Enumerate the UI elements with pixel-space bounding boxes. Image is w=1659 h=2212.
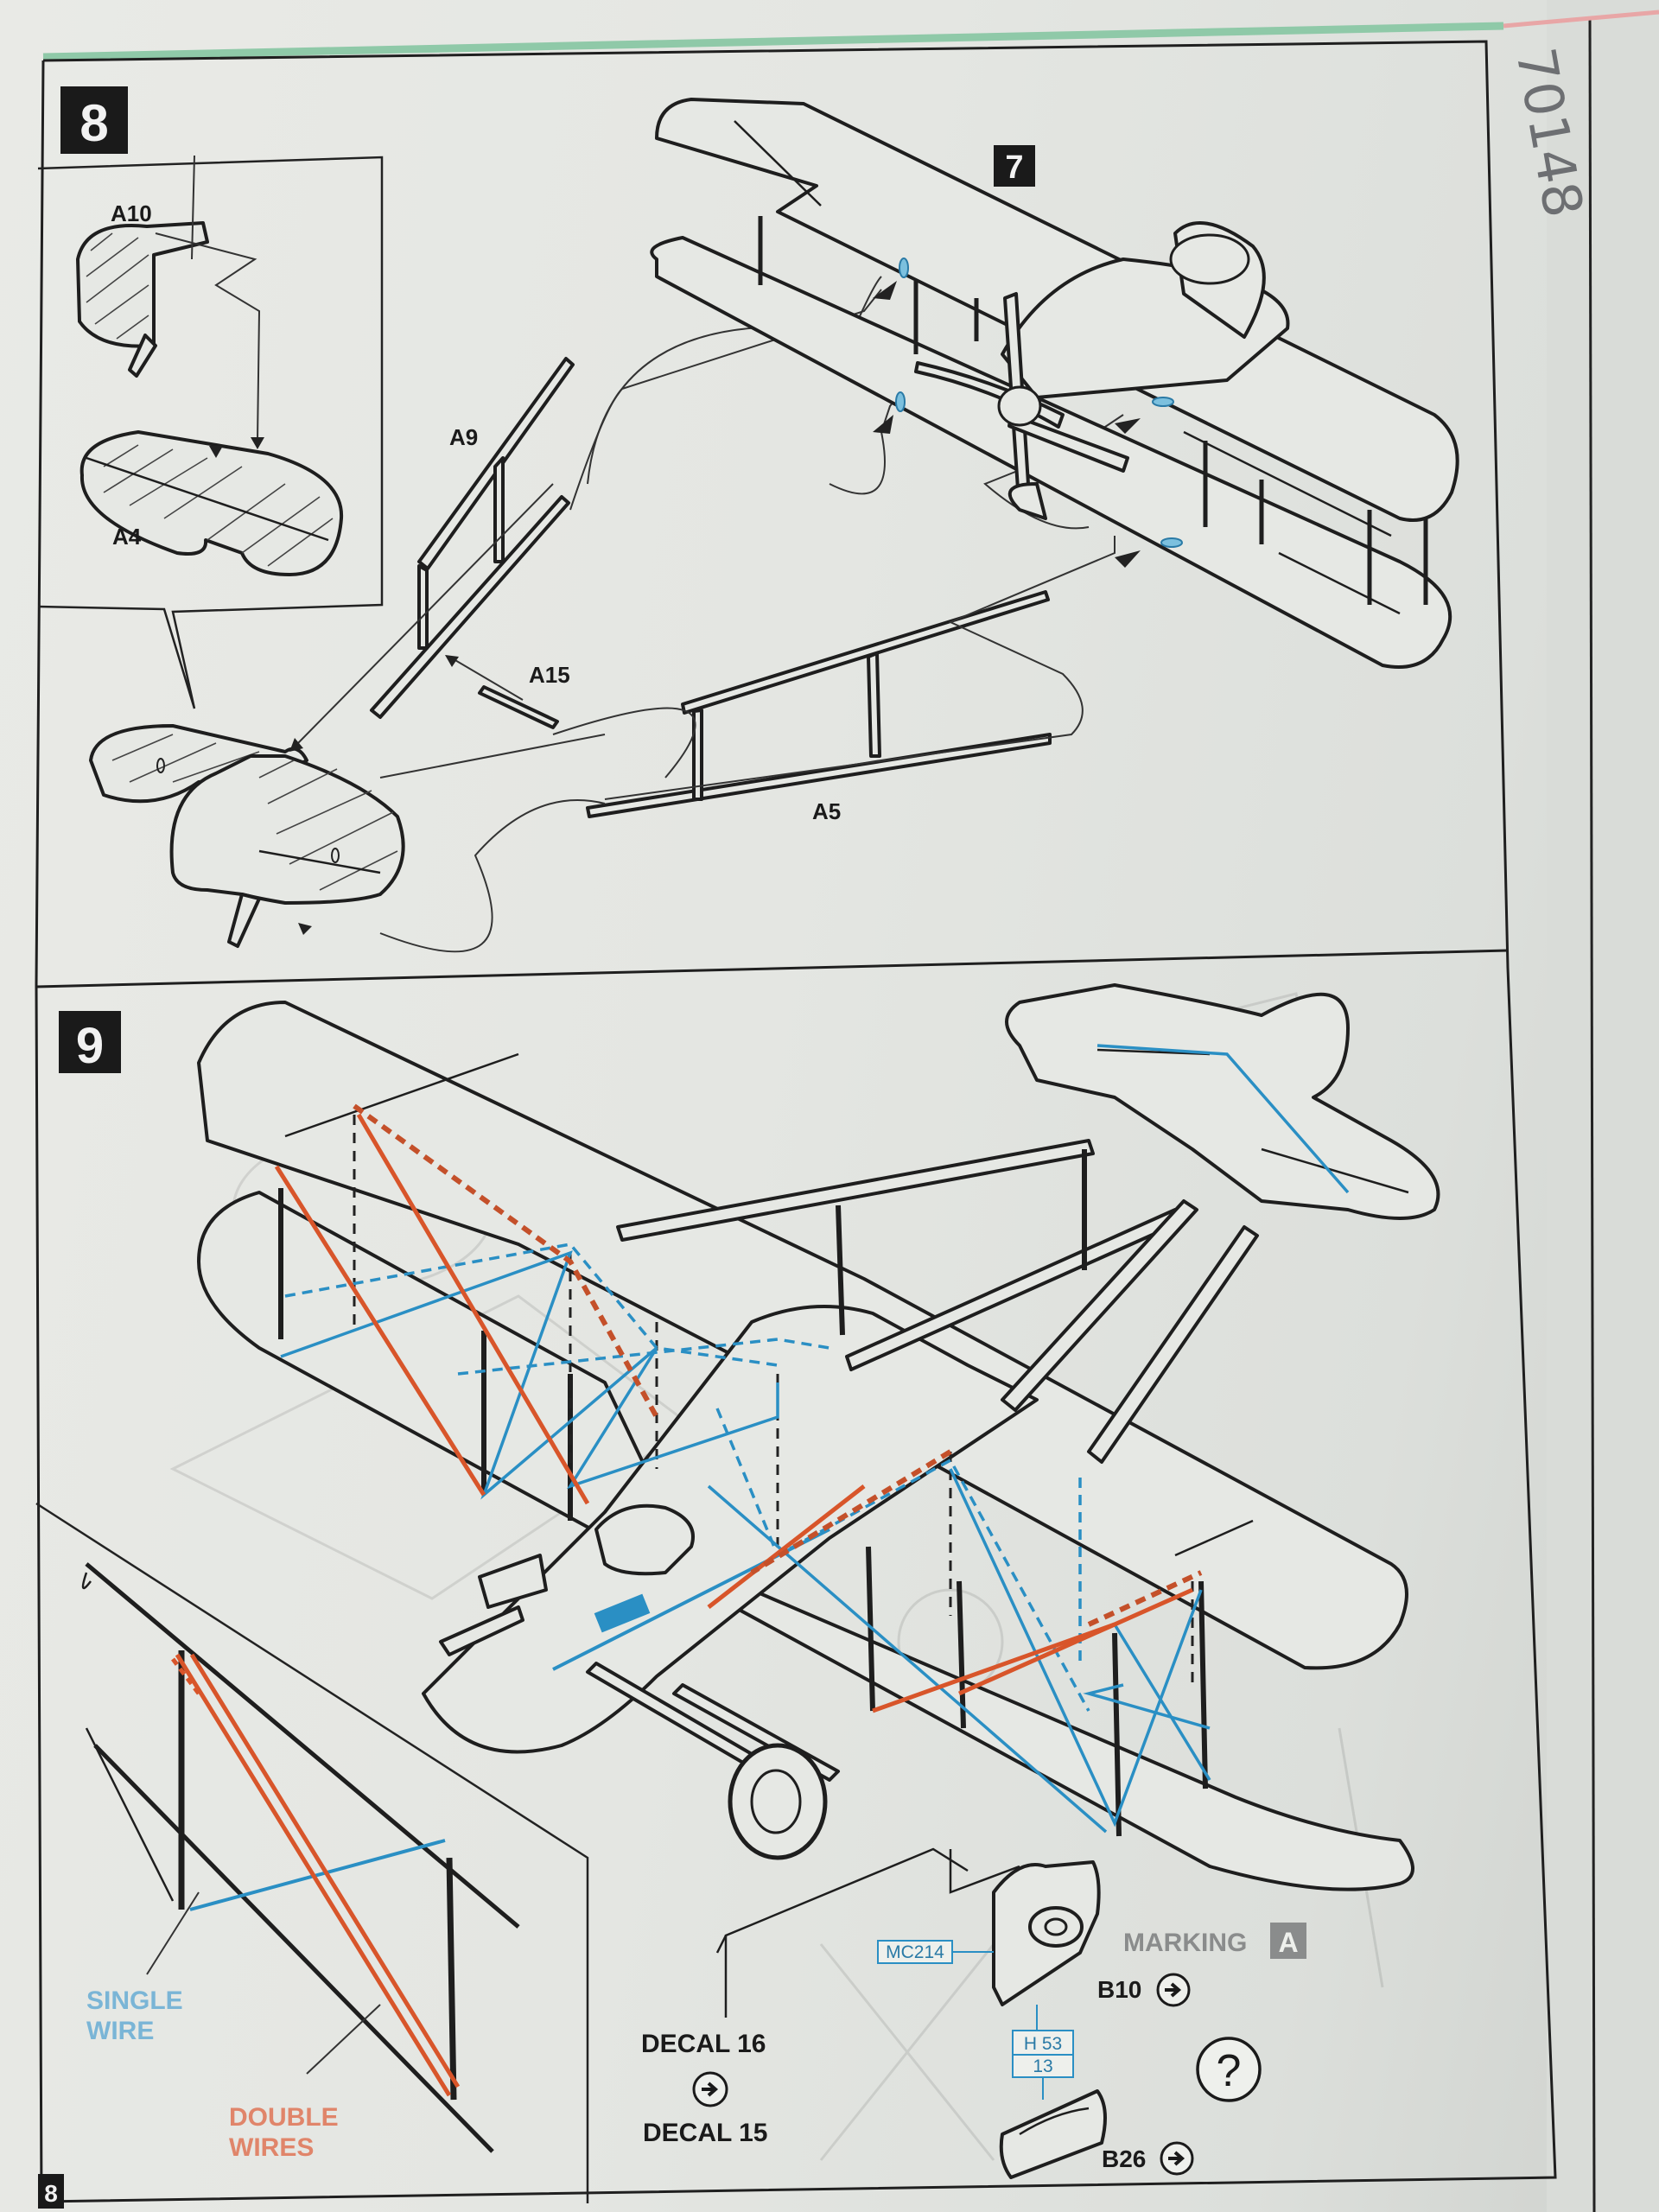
part-b10: MC214 B10 [877, 1860, 1191, 2031]
label-a15: A15 [529, 662, 570, 688]
legend-single-wire-line2: WIRE [86, 2017, 154, 2045]
outer-frame [35, 40, 1557, 2203]
step-9-number-box [59, 1011, 121, 1073]
step-separator [35, 949, 1509, 988]
step-9-number: 9 [76, 1018, 104, 1074]
label-a5: A5 [812, 798, 841, 824]
part-b26: B26 [999, 2089, 1194, 2179]
aircraft-step9 [197, 983, 1440, 1891]
label-a9: A9 [449, 424, 478, 450]
mix-code-callout: H 53 13 [1012, 2030, 1074, 2100]
step-8-inset-frame [37, 156, 384, 709]
label-b26: B26 [1102, 2145, 1146, 2172]
arrow-circle-icon [692, 2071, 728, 2107]
marking-label: MARKING [1123, 1929, 1247, 1957]
rigging-single-wires [280, 1044, 1350, 1834]
marking-letter: A [1278, 1927, 1298, 1958]
decal-15-label: DECAL 15 [643, 2119, 768, 2147]
part-a4-tailplane: A4 [79, 430, 344, 576]
page-number-badge: 8 [38, 2174, 64, 2209]
step-7-ref-box [994, 145, 1035, 187]
mix-code: H 53 [1024, 2034, 1062, 2054]
part-a15: A15 [445, 655, 570, 729]
part-a10-rudder: A10 [76, 200, 209, 378]
legend-single-wire-line1: SINGLE [86, 1986, 183, 2015]
top-trim-green [42, 22, 1504, 61]
step-7-ref-number: 7 [1005, 149, 1023, 186]
help-symbol: ? [1217, 2046, 1242, 2096]
page-number: 8 [44, 2180, 58, 2207]
part-a9-struts: A9 [370, 357, 575, 719]
decal-callout: DECAL 16 DECAL 15 [641, 2030, 768, 2147]
blue-cockpit-panel [594, 1593, 651, 1633]
decal-16-label: DECAL 16 [641, 2030, 766, 2058]
seat-frame [715, 1847, 1020, 2018]
arrow-circle-icon [1156, 1973, 1191, 2007]
rigging-double-wires [274, 1103, 1203, 1713]
arrow-circle-icon [1160, 2141, 1194, 2176]
step-8-number: 8 [79, 94, 108, 152]
label-b10: B10 [1097, 1976, 1141, 2003]
step-9: 9 [35, 983, 1440, 2203]
legend-double-wires-line1: DOUBLE [229, 2103, 339, 2132]
step-8-number-box [60, 86, 128, 154]
marking-indicator: MARKING A [1123, 1923, 1306, 1959]
label-a10: A10 [111, 200, 152, 226]
mix-number: 13 [1033, 2056, 1052, 2076]
label-a4: A4 [112, 524, 142, 550]
assembled-tail [89, 724, 405, 948]
adjacent-page-strip [1547, 0, 1659, 2212]
paint-code-box [877, 1940, 953, 1964]
landing-wheel [728, 1743, 828, 1860]
step-8: 8 A10 A4 [37, 86, 1459, 953]
step-8-guide-lines [289, 276, 1124, 953]
biplane-step8 [650, 98, 1459, 669]
question-circle-icon: ? [1196, 2037, 1262, 2102]
rigging-legend: SINGLE WIRE DOUBLE WIRES [35, 1502, 589, 2203]
legend-double-wires-line2: WIRES [229, 2133, 314, 2162]
paint-code: MC214 [886, 1942, 944, 1962]
